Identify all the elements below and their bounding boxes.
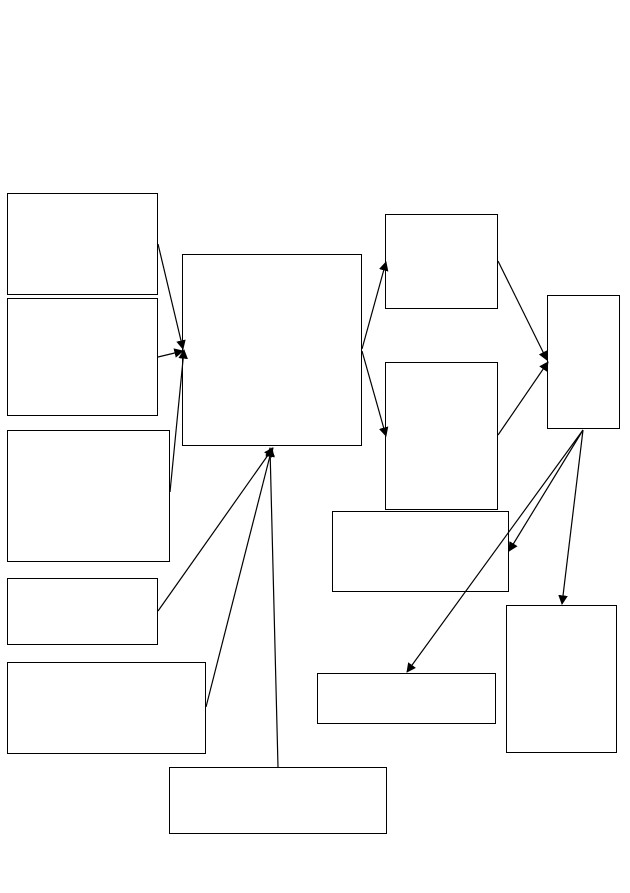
input-box-5 (7, 662, 206, 754)
output-box-middle (332, 511, 509, 592)
output-box-right (506, 605, 617, 753)
arrow-input1-to-central (157, 243, 186, 350)
lower-branch-box (385, 362, 498, 510)
input-box-1 (7, 193, 158, 295)
central-box (182, 254, 362, 446)
input-box-3 (7, 430, 170, 562)
arrow-input3-to-central (169, 349, 188, 493)
arrow-merge-to-lower (406, 429, 584, 673)
arrow-input4-to-central (157, 447, 274, 612)
input-box-2 (7, 298, 158, 416)
arrow-input2-to-central (157, 348, 184, 358)
output-box-lower (317, 673, 496, 724)
arrow-bottom-to-central (265, 447, 279, 768)
upper-branch-box (385, 214, 498, 309)
arrow-merge-to-right (558, 429, 584, 605)
input-box-4 (7, 578, 158, 645)
arrow-input5-to-central (205, 447, 275, 708)
arrow-central-to-upper (361, 261, 389, 350)
input-box-bottom (169, 767, 387, 834)
arrow-merge-to-middle (508, 429, 584, 552)
arrow-central-to-lower (361, 350, 389, 437)
arrow-lower-to-merge (497, 361, 549, 436)
arrow-upper-to-merge (497, 260, 548, 361)
merge-box (547, 295, 620, 429)
